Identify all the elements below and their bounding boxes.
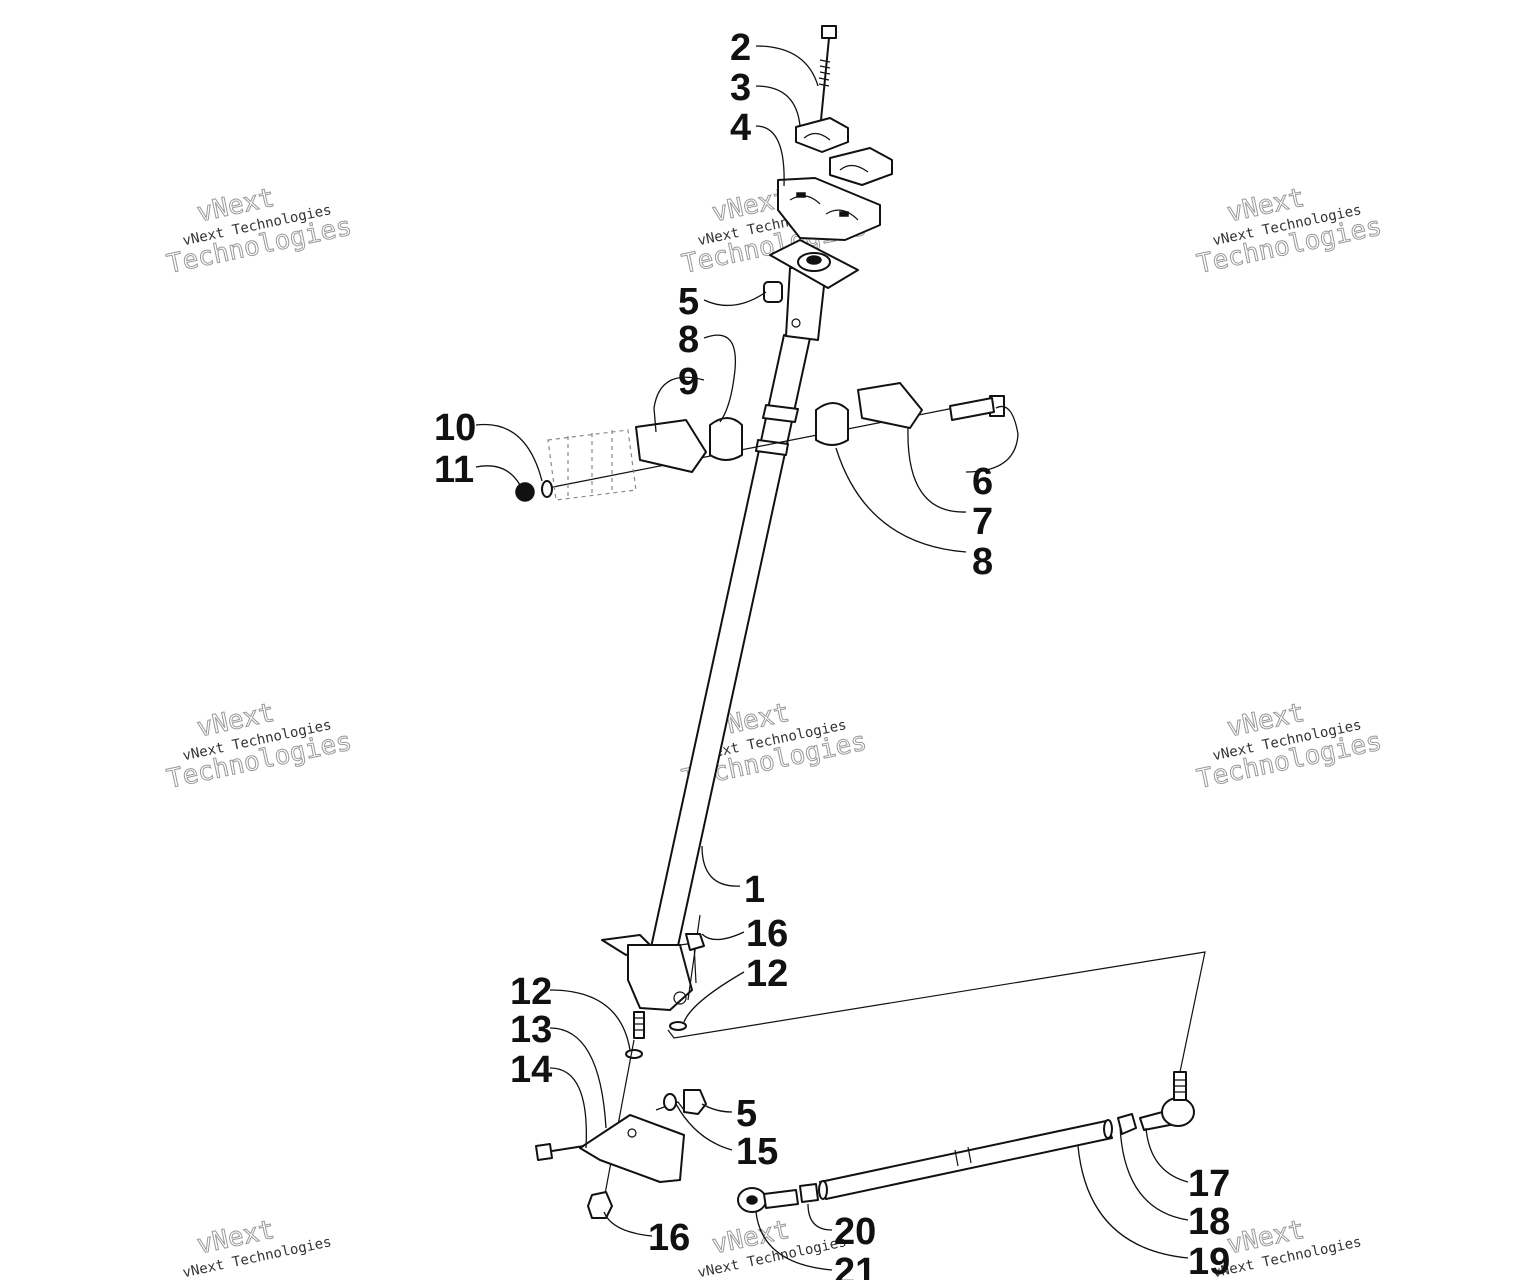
callout-15: 15 [736,1131,778,1173]
callout-14: 14 [510,1049,552,1091]
bearing-bracket-assembly [515,382,1005,502]
callout-5: 5 [736,1093,757,1135]
callout-16: 16 [648,1217,690,1259]
parts [515,25,1206,1219]
callout-8: 8 [972,541,993,583]
upper-mounting-plate [769,239,859,289]
watermark: vNext vNext Technologies Technologies [1194,697,1385,795]
callout-numbers: 2 3 4 5 8 9 10 11 6 7 8 1 16 12 12 13 14… [434,27,1230,1280]
handlebar-clamp-upper [795,117,893,186]
nut-washer-lower [663,1089,707,1115]
callout-19: 19 [1188,1241,1230,1280]
steering-post [649,267,827,956]
callout-5: 5 [678,281,699,323]
leader-lines [475,45,1189,1271]
handlebar-clamp-lower [777,177,881,241]
watermarks: vNext vNext Technologies Technologies vN… [164,182,1385,1280]
callout-20: 20 [834,1211,876,1253]
callout-1: 1 [744,869,765,911]
callout-8: 8 [678,319,699,361]
watermark: vNext vNext Technologies Technologies [164,697,355,795]
connection-lines [667,951,1206,1073]
callout-10: 10 [434,407,476,449]
watermark: vNext vNext Technologies Technologies [164,182,355,280]
callout-12: 12 [510,971,552,1013]
callout-3: 3 [730,67,751,109]
callout-4: 4 [730,107,751,149]
callout-11: 11 [434,449,474,491]
nut-lower [587,1191,613,1219]
watermark: vNext vNext Technologies Technologies [1194,182,1385,280]
callout-2: 2 [730,27,751,69]
callout-21: 21 [834,1251,876,1280]
spacer [763,281,783,303]
watermark: vNext vNext Technologies [181,1214,333,1280]
tie-rod [818,1119,1113,1200]
callout-9: 9 [678,361,699,403]
callout-13: 13 [510,1009,552,1051]
tie-rod-end-left [737,1183,819,1213]
callout-6: 6 [972,461,993,503]
callout-7: 7 [972,501,993,543]
callout-18: 18 [1188,1201,1230,1243]
lower-bracket [535,1101,685,1183]
callout-17: 17 [1188,1163,1230,1205]
callout-16: 16 [746,913,788,955]
clamp-bolt [818,25,837,121]
steering-arm [601,914,705,1059]
callout-12: 12 [746,953,788,995]
tie-rod-end-right [1117,1071,1195,1135]
